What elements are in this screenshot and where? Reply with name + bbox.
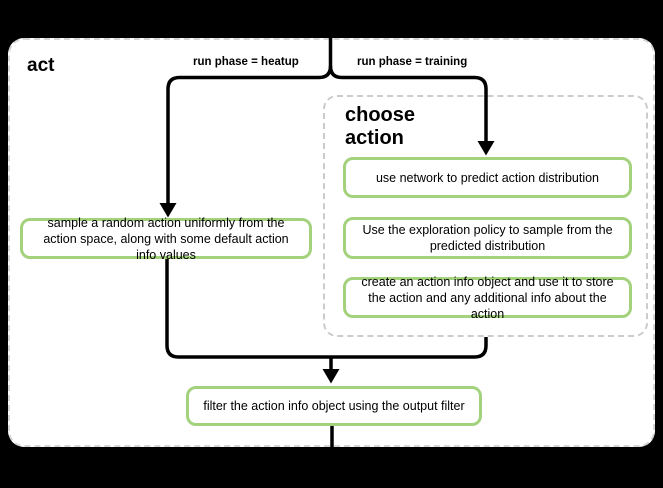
group-choose-action-title: choose action	[345, 104, 416, 149]
node-predict-action-distribution: use network to predict action distributi…	[343, 157, 632, 198]
node-create-action-info-object: create an action info object and use it …	[343, 275, 632, 321]
node-exploration-policy-sample: Use the exploration policy to sample fro…	[343, 217, 632, 259]
diagram-title: act	[27, 55, 55, 76]
node-sample-random-action: sample a random action uniformly from th…	[20, 216, 312, 262]
edge-label-heatup: run phase = heatup	[193, 56, 299, 68]
edge-label-training: run phase = training	[357, 56, 468, 68]
node-filter-output: filter the action info object using the …	[186, 386, 482, 426]
